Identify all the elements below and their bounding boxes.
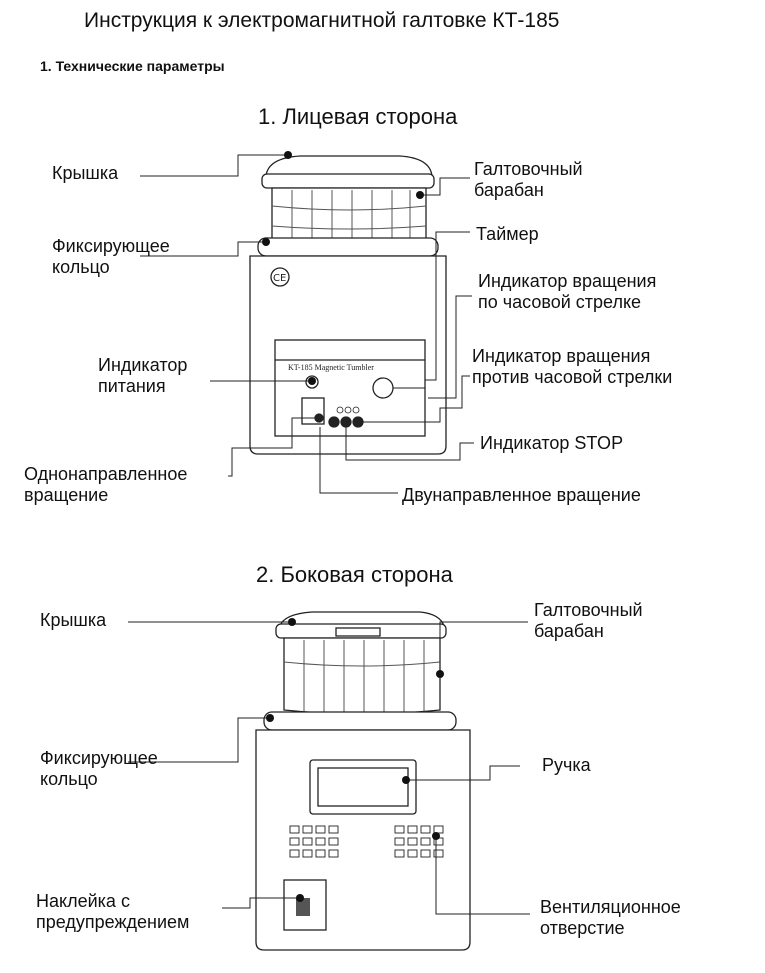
vent-label: Вентиляционное отверстие (540, 897, 681, 938)
section-heading: 1. Технические параметры (40, 58, 225, 74)
front-ring-label: Фиксирующее кольцо (52, 236, 170, 277)
ccw-indicator-label: Индикатор вращения против часовой стрелк… (472, 346, 673, 387)
side-device-drawing (255, 611, 471, 951)
warning-sticker-label: Наклейка с предупреждением (36, 891, 190, 932)
unidirectional-label: Однонаправленное вращение (24, 464, 188, 505)
bidirectional-label: Двунаправленное вращение (402, 485, 641, 505)
panel-brand-text: KT-185 Magnetic Tumbler (288, 363, 374, 372)
power-indicator-label: Индикатор питания (98, 355, 188, 396)
timer-label: Таймер (476, 224, 539, 244)
svg-text:CE: CE (273, 273, 286, 284)
front-drum-label: Галтовочный барабан (474, 159, 583, 200)
side-view-heading: 2. Боковая сторона (256, 562, 453, 587)
handle-label: Ручка (542, 755, 591, 775)
cw-indicator-label: Индикатор вращения по часовой стрелке (478, 271, 657, 312)
front-device-drawing: CE KT-185 Magnetic Tumbler (249, 155, 447, 455)
stop-indicator-label: Индикатор STOP (480, 433, 624, 453)
document-title: Инструкция к электромагнитной галтовке К… (84, 9, 560, 32)
side-ring-label: Фиксирующее кольцо (40, 748, 158, 789)
front-view-heading: 1. Лицевая сторона (258, 104, 458, 129)
front-lid-label: Крышка (52, 163, 119, 183)
side-lid-label: Крышка (40, 610, 107, 630)
side-drum-label: Галтовочный барабан (534, 600, 643, 641)
